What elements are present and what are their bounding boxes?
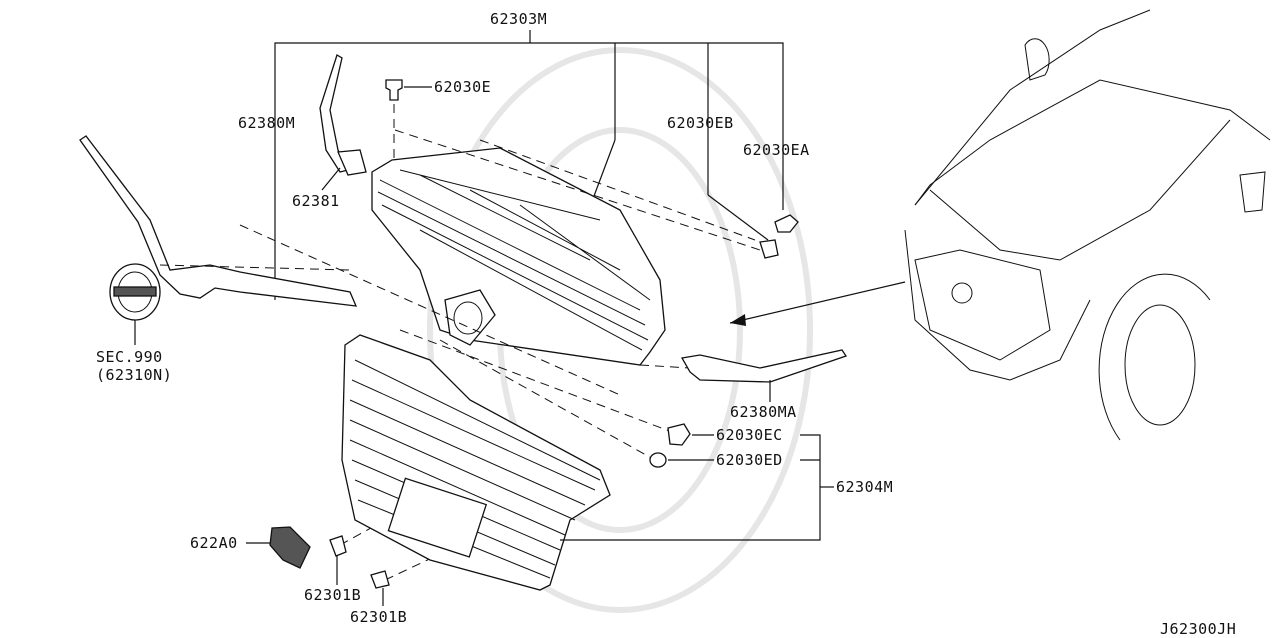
label-62380M: 62380M	[238, 114, 295, 132]
label-622A0: 622A0	[190, 534, 238, 552]
clips-62030EC-ED	[560, 423, 834, 541]
clip-62030E	[385, 79, 432, 160]
label-62030E: 62030E	[434, 78, 491, 96]
label-62030EC: 62030EC	[716, 426, 783, 444]
label-62301B-2: 62301B	[350, 608, 407, 626]
label-62380MA: 62380MA	[730, 403, 797, 421]
molding-arc	[319, 54, 367, 191]
sensor-622A0	[246, 526, 311, 569]
molding-62380M	[79, 135, 358, 307]
label-62301B-1: 62301B	[304, 586, 361, 604]
upper-grille	[371, 147, 666, 366]
label-62030ED: 62030ED	[716, 451, 783, 469]
vehicle-front-view	[729, 9, 1271, 441]
clips-62301B	[329, 535, 390, 606]
label-62030EB: 62030EB	[667, 114, 734, 132]
lower-grille	[341, 334, 611, 591]
label-62381: 62381	[292, 192, 340, 210]
label-62310N: (62310N)	[96, 366, 172, 384]
label-62303M: 62303M	[490, 10, 547, 28]
label-62030EA: 62030EA	[743, 141, 810, 159]
emblem-sec-990	[109, 263, 161, 345]
diagram-code: J62300JH	[1160, 620, 1236, 638]
label-sec-990: SEC.990	[96, 348, 163, 366]
label-62304M: 62304M	[836, 478, 893, 496]
clips-62030EA-EB	[759, 214, 799, 259]
molding-62380MA	[680, 349, 848, 402]
